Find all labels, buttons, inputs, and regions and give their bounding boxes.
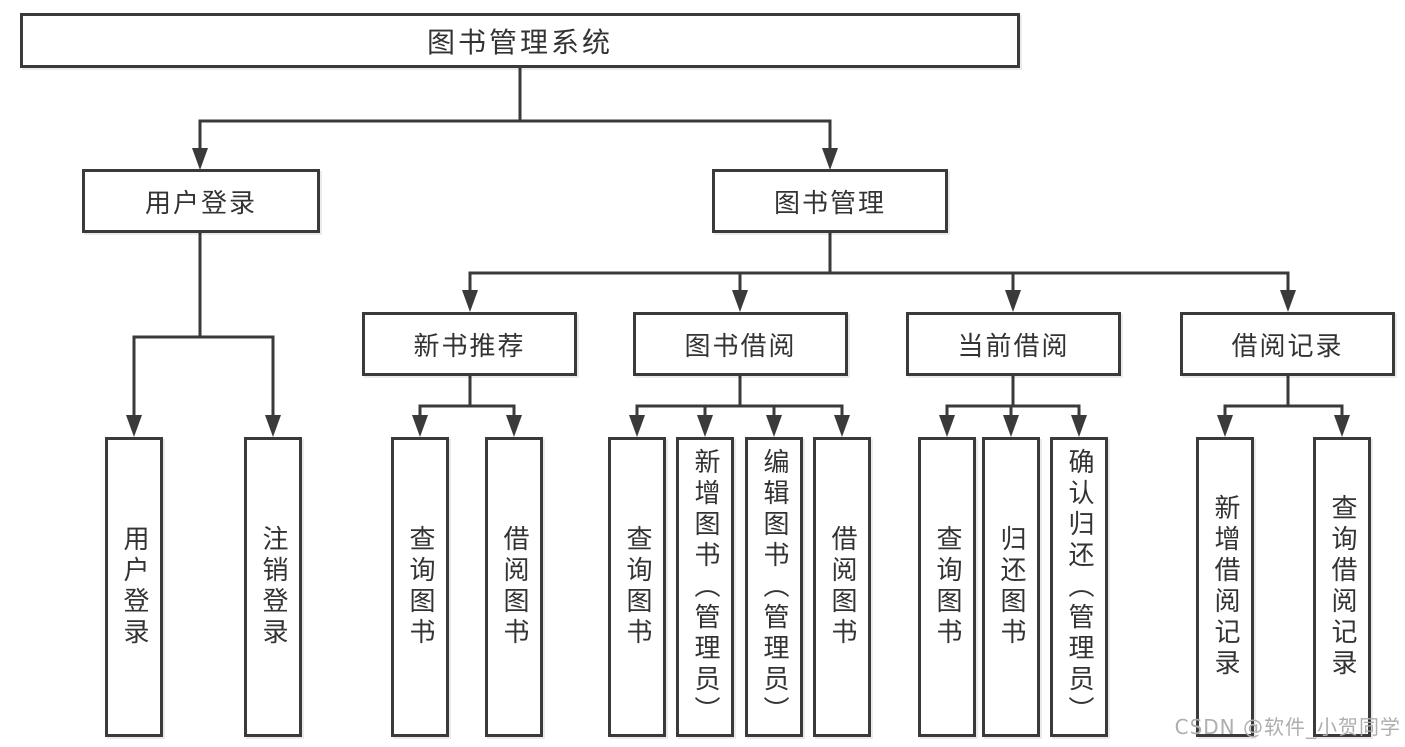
arrowhead (265, 415, 281, 437)
node-root: 图书管理系统 (20, 13, 1020, 68)
node-book-borrow-label: 图书借阅 (684, 331, 797, 362)
leaf-add-borrow-record-label: 新增借阅记录 (1210, 494, 1240, 680)
leaf-borrow-book-new-label: 借阅图书 (499, 525, 529, 649)
leaf-logout: 注销登录 (244, 437, 302, 737)
leaf-borrow-book: 借阅图书 (813, 437, 871, 737)
leaf-edit-book-admin: 编辑图书（管理员） (745, 437, 803, 737)
edges-user-login-children (126, 231, 281, 437)
csdn-watermark: CSDN @软件_小贺同学 (1174, 715, 1401, 739)
edges-new-books-children (412, 374, 522, 437)
leaf-query-books-new: 查询图书 (391, 437, 449, 737)
leaf-query-borrow-record-label: 查询借阅记录 (1327, 494, 1357, 680)
edges-book-borrow-children (629, 374, 850, 437)
leaf-add-book-admin: 新增图书（管理员） (676, 437, 734, 737)
arrowhead (1334, 415, 1350, 437)
node-borrow-records: 借阅记录 (1180, 312, 1395, 376)
node-borrow-records-label: 借阅记录 (1231, 331, 1344, 362)
arrowhead (1280, 290, 1296, 312)
arrowhead (629, 415, 645, 437)
leaf-query-books-borrow-label: 查询图书 (622, 525, 652, 649)
leaf-return-book-label: 归还图书 (996, 525, 1026, 649)
edges-borrow-records-children (1217, 374, 1350, 437)
leaf-query-books-current: 查询图书 (918, 437, 976, 737)
node-new-books: 新书推荐 (362, 312, 577, 376)
edges-book-mgmt-children (462, 231, 1296, 312)
leaf-edit-book-admin-label: 编辑图书（管理员） (759, 447, 789, 727)
arrowhead (939, 415, 955, 437)
leaf-confirm-return-admin-label: 确认归还（管理员） (1064, 447, 1094, 727)
leaf-borrow-book-new: 借阅图书 (485, 437, 543, 737)
leaf-query-books-current-label: 查询图书 (932, 525, 962, 649)
leaf-query-books-new-label: 查询图书 (405, 525, 435, 649)
leaf-user-login-label: 用户登录 (119, 525, 149, 649)
arrowhead (126, 415, 142, 437)
leaf-add-book-admin-label: 新增图书（管理员） (690, 447, 720, 727)
leaf-logout-label: 注销登录 (258, 525, 288, 649)
node-user-login-label: 用户登录 (144, 188, 257, 219)
leaf-user-login: 用户登录 (105, 437, 163, 737)
node-book-borrow: 图书借阅 (633, 312, 848, 376)
edges-root-to-level2 (192, 64, 838, 170)
leaf-return-book: 归还图书 (982, 437, 1040, 737)
node-root-label: 图书管理系统 (426, 25, 613, 59)
arrowhead (732, 290, 748, 312)
arrowhead (412, 415, 428, 437)
node-current-borrow-label: 当前借阅 (957, 331, 1070, 362)
arrowhead (834, 415, 850, 437)
arrowhead (822, 148, 838, 170)
arrowhead (1005, 290, 1021, 312)
leaf-query-borrow-record: 查询借阅记录 (1313, 437, 1371, 737)
arrowhead (506, 415, 522, 437)
arrowhead (1003, 415, 1019, 437)
node-book-mgmt-label: 图书管理 (773, 188, 886, 219)
arrowhead (697, 415, 713, 437)
leaf-add-borrow-record: 新增借阅记录 (1196, 437, 1254, 737)
node-current-borrow: 当前借阅 (906, 312, 1121, 376)
arrowhead (1217, 415, 1233, 437)
node-book-mgmt: 图书管理 (712, 169, 948, 233)
node-new-books-label: 新书推荐 (413, 331, 526, 362)
leaf-query-books-borrow: 查询图书 (608, 437, 666, 737)
node-user-login: 用户登录 (82, 169, 320, 233)
arrowhead (1071, 415, 1087, 437)
arrowhead (462, 290, 478, 312)
leaf-confirm-return-admin: 确认归还（管理员） (1050, 437, 1108, 737)
arrowhead (766, 415, 782, 437)
edges-current-borrow-children (939, 374, 1087, 437)
arrowhead (192, 148, 208, 170)
leaf-borrow-book-label: 借阅图书 (827, 525, 857, 649)
